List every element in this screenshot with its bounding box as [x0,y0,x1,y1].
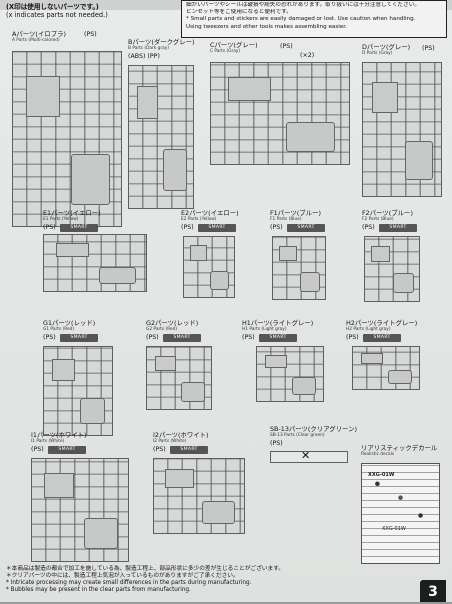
runner-label: H2パーツ(ライトグレー) [346,319,418,327]
runner-label-en: E2 Parts (Yellow) [181,217,217,222]
notice-line: * Small parts and stickers are easily da… [186,16,416,23]
decal-title-en: Realistic decals [361,452,395,457]
runner-illustration [256,346,324,402]
runner-illustration [362,62,442,197]
runner-label: E1パーツ(イエロー) [43,209,101,217]
material-code: (PS) [84,31,97,38]
material-code: (PS) [153,446,166,453]
runner-illustration [364,236,420,302]
runner-label-en: D Parts (Gray) [362,51,393,56]
runner-illustration [352,346,420,390]
runner-illustration [43,234,147,292]
snap-fit-badge: SMART [363,334,401,342]
material-code: (ABS) (PP) [128,53,160,60]
runner-label-en: C Parts (Gray) [210,49,241,54]
material-code: (PS) [43,334,56,341]
notice-line: 細かいパーツやシールは破損や紛失の恐れがあります。取り扱いには十分注意してくださ… [186,2,420,8]
snap-fit-badge: SMART [60,224,98,232]
runner-label: E2パーツ(イエロー) [181,209,239,217]
not-needed-x-icon: ✕ [301,449,311,462]
header-note-jp: (X印は使用しないパーツです。) [6,3,99,11]
runner-label: G2パーツ(レッド) [146,319,199,327]
runner-illustration [31,458,129,562]
runner-label-en: I1 Parts (White) [31,439,65,444]
runner-label: Bパーツ(ダークグレー) [128,38,195,46]
snap-fit-badge: SMART [60,334,98,342]
header-note-en: (x indicates parts not needed.) [6,11,108,19]
runner-illustration [146,346,212,410]
clear-parts-runner: ✕ [270,449,348,463]
runner-label: F1パーツ(ブルー) [270,209,321,217]
runner-label: Cパーツ(グレー) [210,41,258,49]
snap-fit-badge: SMART [198,224,236,232]
material-code: (PS) [422,45,435,52]
runner-label-en: F1 Parts (Blue) [270,217,302,222]
snap-fit-badge: SMART [48,446,86,454]
runner-label: I1パーツ(ホワイト) [31,431,87,439]
runner-illustration [272,236,326,300]
runner-illustration [128,65,194,209]
footer-note: ＊クリアパーツの中には、製造工程上気泡が入っているものがありますがご了承ください… [6,573,239,579]
snap-fit-badge: SMART [163,334,201,342]
material-code: (PS) [242,334,255,341]
runner-label-en: H2 Parts (Light gray) [346,327,391,332]
material-code: (PS) [181,224,194,231]
material-code: (PS) [31,446,44,453]
footer-note: ＊本商品は製造の都合で加工を施している為、製造工程上、部品形状に多少の差が生じる… [6,566,284,572]
decal-title: リアリスティックデカール [361,444,438,452]
material-code: (PS) [270,224,283,231]
snap-fit-badge: SMART [170,446,208,454]
material-code: (PS) [346,334,359,341]
runner-label: I2パーツ(ホワイト) [153,431,209,439]
runner-label-en: B Parts (Dark gray) [128,46,169,51]
page-number: 3 [420,580,446,602]
runner-label: G1パーツ(レッド) [43,319,96,327]
runner-illustration [153,458,245,534]
runner-label: H1パーツ(ライトグレー) [242,319,314,327]
material-code: (PS) [270,440,283,447]
material-code: (PS) [362,224,375,231]
runner-label-en: F2 Parts (Blue) [362,217,394,222]
runner-illustration [210,62,350,165]
runner-label-en: A Parts (Multi-colored) [12,38,60,43]
notice-line: ピンセット等をご使用になると便利です。 [186,9,292,16]
footer-note: * Intricate processing may create small … [6,580,252,586]
runner-label: F2パーツ(ブルー) [362,209,413,217]
runner-illustration [183,236,235,298]
snap-fit-badge: SMART [287,224,325,232]
runner-illustration [43,346,113,436]
snap-fit-badge: SMART [259,334,297,342]
runner-label-en: G2 Parts (Red) [146,327,178,332]
runner-label: Aパーツ(イロプラ) [12,30,66,38]
runner-label-en: SB-13 Parts (Clear green) [270,433,325,438]
material-code: (PS) [146,334,159,341]
decal-code: XXG-01W [382,526,406,532]
runner-illustration [12,51,122,227]
runner-label-en: I2 Parts (White) [153,439,187,444]
runner-label-en: E1 Parts (Yellow) [43,217,79,222]
runner-label-en: G1 Parts (Red) [43,327,75,332]
decal-illustration: XXG-01W XXG-01W [361,463,440,564]
snap-fit-badge: SMART [379,224,417,232]
handling-notice: 細かいパーツやシールは破損や紛失の恐れがあります。取り扱いには十分注意してくださ… [181,0,447,38]
notice-line: Using tweezers and other tools makes ass… [186,23,347,30]
quantity-note: (×2) [300,52,315,59]
runner-label: Dパーツ(グレー) [362,43,411,51]
material-code: (PS) [280,43,293,50]
runner-label-en: H1 Parts (Light gray) [242,327,287,332]
footer-note: * Bubbles may be present in the clear pa… [6,587,191,593]
material-code: (PS) [43,224,56,231]
decal-code: XXG-01W [368,472,395,478]
runner-label: SB-13パーツ(クリアグリーン) [270,425,358,433]
